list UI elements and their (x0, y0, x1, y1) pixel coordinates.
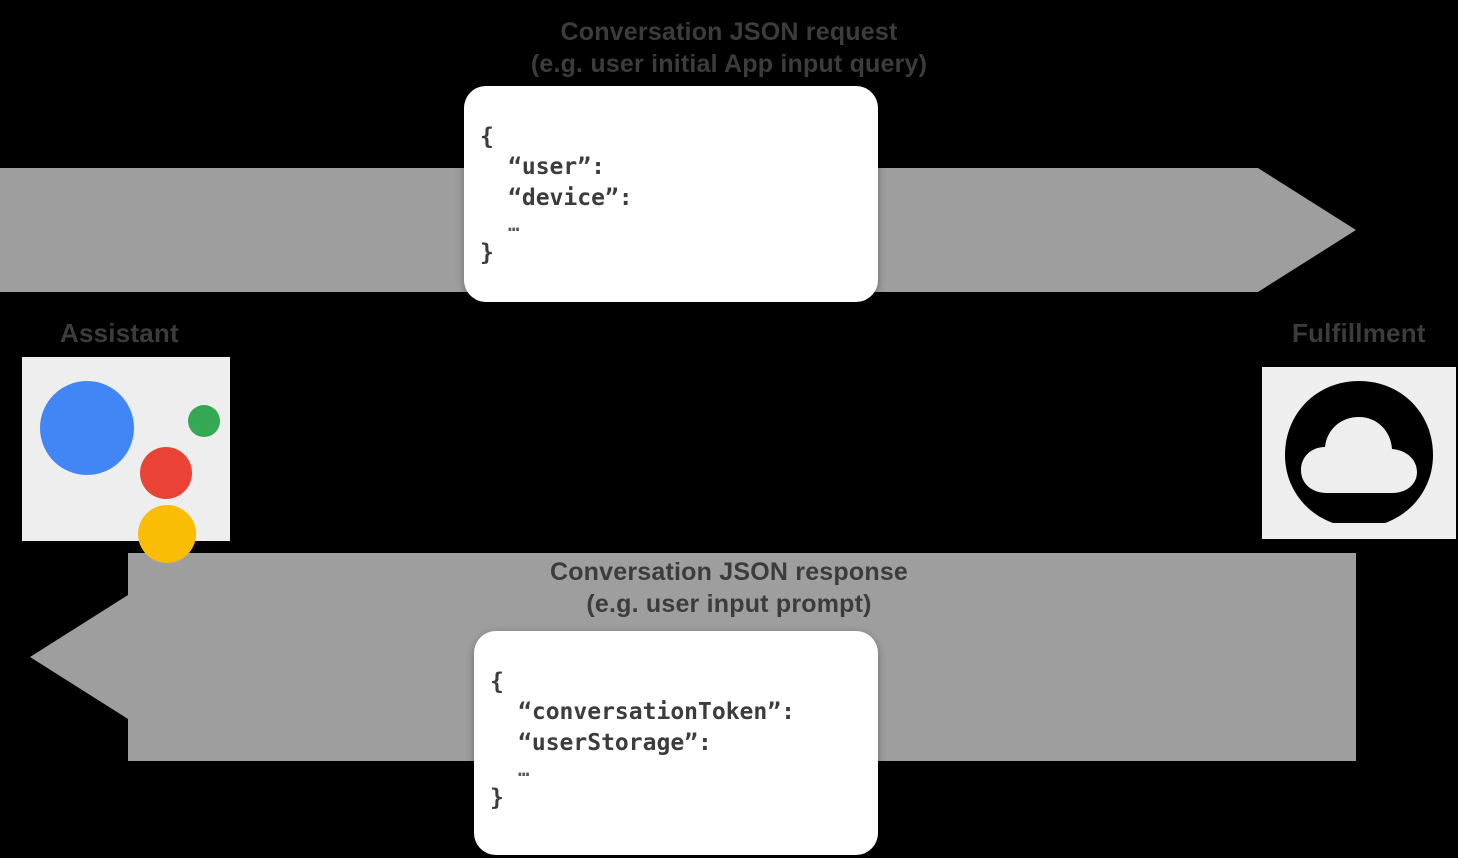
response-json-line-ellipsis: … (518, 759, 531, 782)
fulfillment-node-tile[interactable] (1262, 367, 1456, 539)
request-caption: Conversation JSON request (e.g. user ini… (0, 16, 1458, 80)
request-arrow-head-icon (1258, 168, 1356, 292)
response-json-line-conversation-token: “conversationToken”: (518, 699, 795, 726)
response-arrow-head-icon (30, 595, 128, 719)
response-json-line-close: } (490, 785, 504, 812)
response-json-line-user-storage: “userStorage”: (518, 729, 712, 756)
request-json-line-device: “device”: (508, 184, 633, 211)
response-caption-line-2: (e.g. user input prompt) (586, 590, 872, 618)
response-caption-line-1: Conversation JSON response (549, 558, 909, 586)
assistant-node-tile[interactable] (22, 357, 230, 563)
fulfillment-node-label: Fulfillment (1292, 318, 1426, 348)
response-json-line-open: { (490, 669, 504, 695)
request-json-line-close: } (480, 240, 494, 267)
request-caption-line-1: Conversation JSON request (560, 18, 898, 46)
assistant-node-label: Assistant (60, 318, 179, 348)
request-json-line-user: “user”: (508, 154, 605, 181)
response-caption: Conversation JSON response (e.g. user in… (0, 556, 1458, 620)
response-json-card: { “conversationToken”: “userStorage”: … … (474, 631, 878, 855)
request-json-line-ellipsis: … (508, 214, 521, 237)
request-json-card: { “user”: “device”: … } (464, 86, 878, 302)
cloud-icon (1279, 375, 1439, 536)
request-caption-line-2: (e.g. user initial App input query) (530, 50, 928, 78)
request-json-line-open: { (480, 124, 494, 150)
